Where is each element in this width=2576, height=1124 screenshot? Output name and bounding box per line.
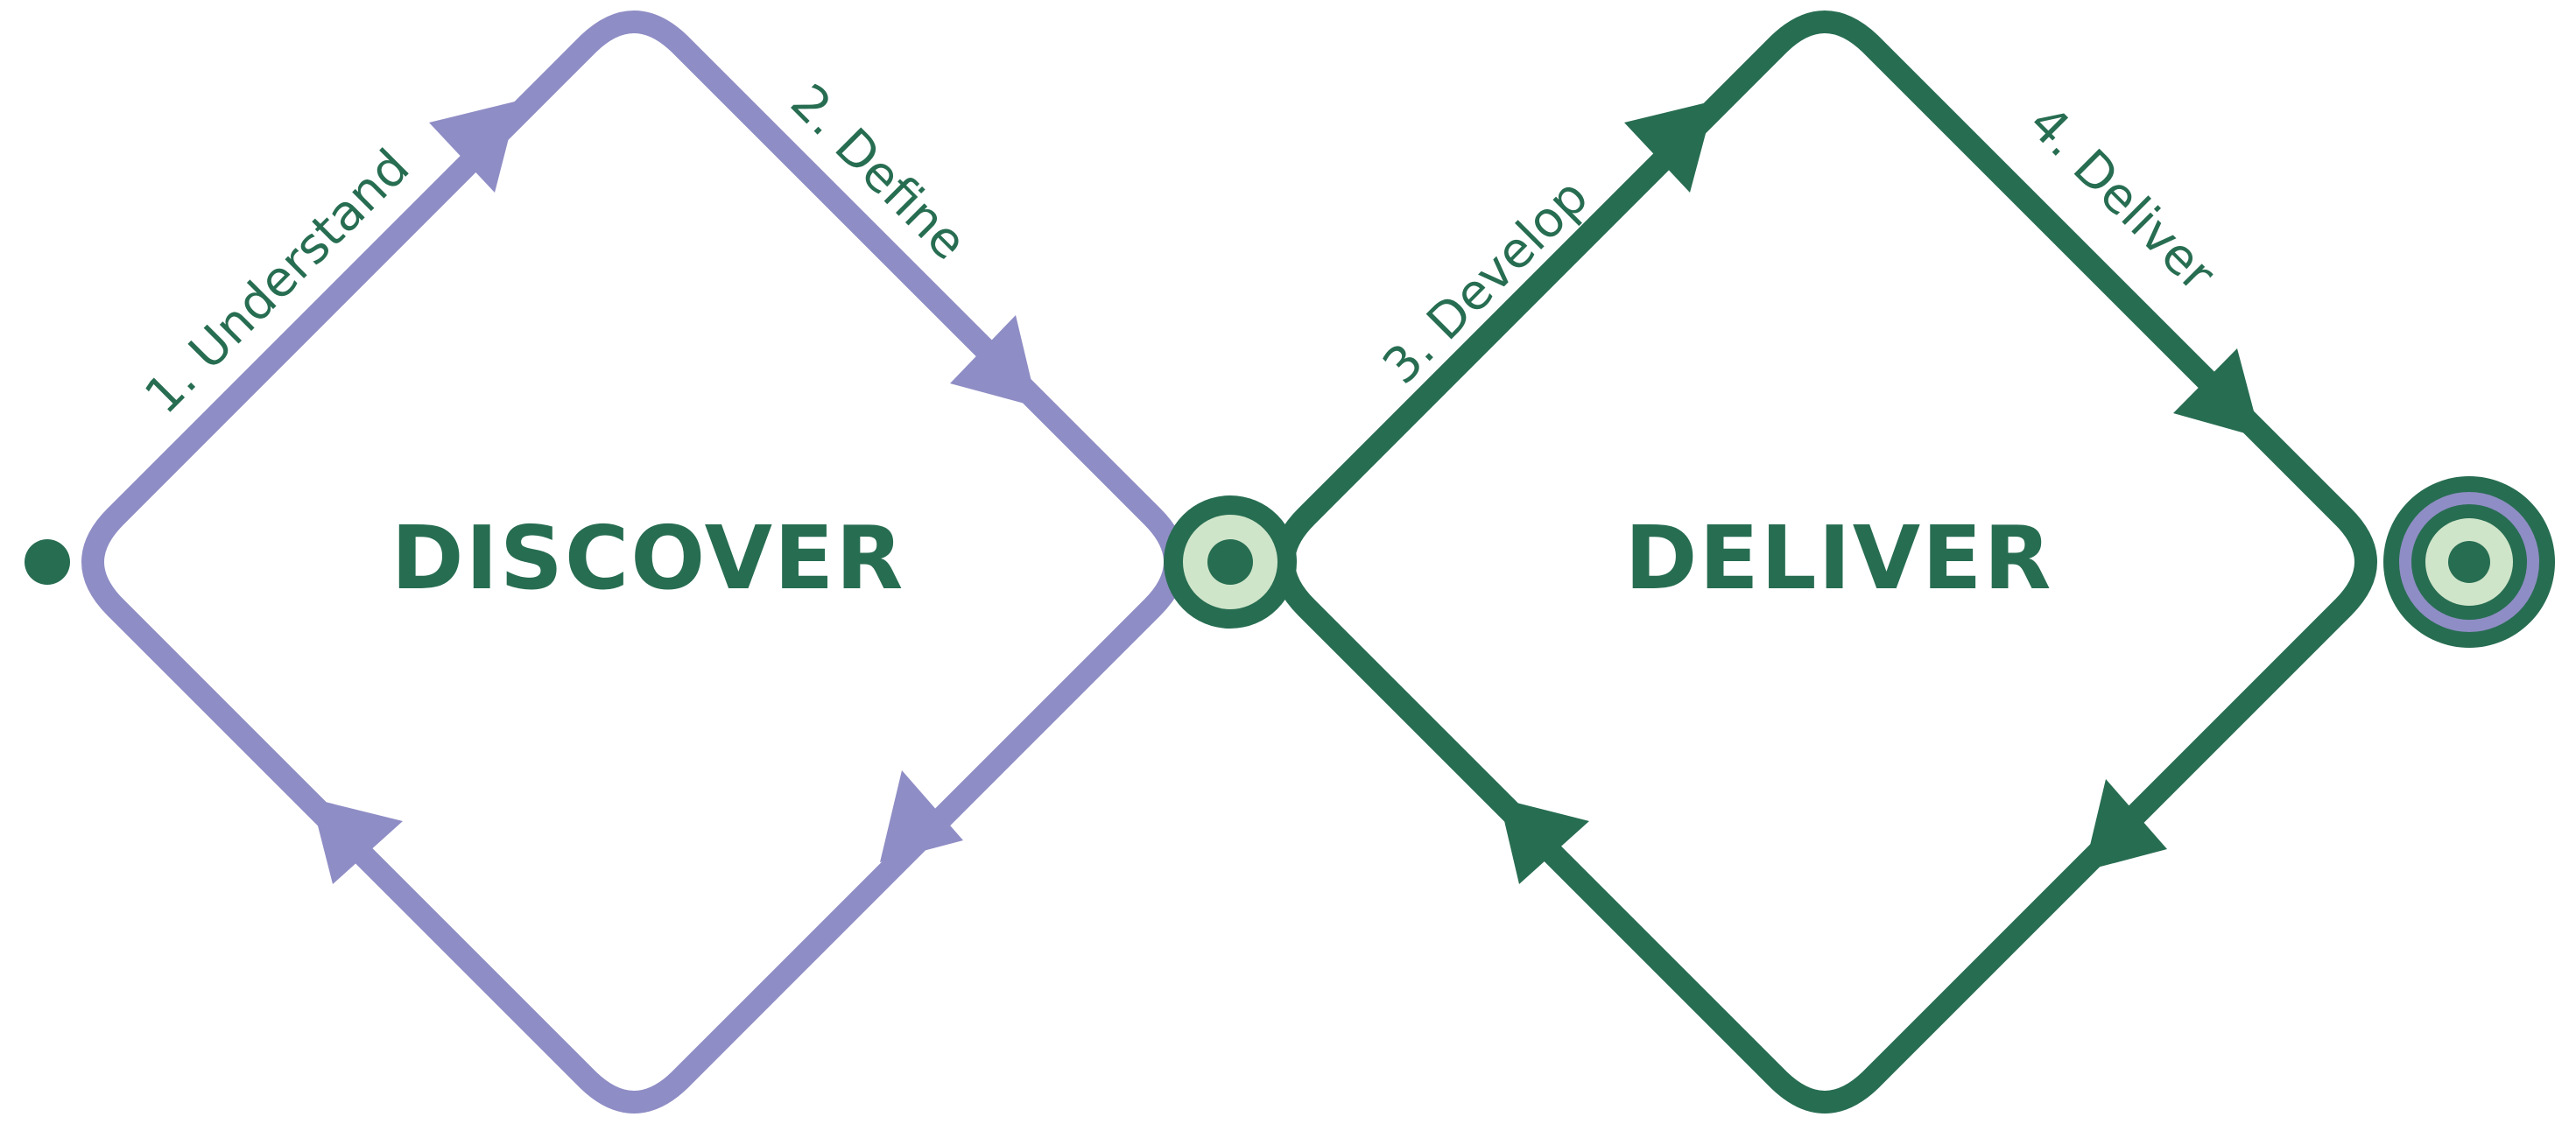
deliver-arrow-up-left	[1499, 798, 1589, 884]
edge-label-understand: 1. Understand	[134, 138, 420, 425]
edge-label-deliver: 4. Deliver	[2017, 95, 2226, 303]
discover-arrow-up-left	[311, 798, 403, 884]
discover-diamond: 1. Understand 2. Define DISCOVER	[81, 11, 1186, 1113]
deliver-arrow-down-left	[2084, 779, 2167, 871]
end-target-center	[2448, 541, 2490, 583]
discover-title: DISCOVER	[391, 507, 905, 609]
start-dot	[25, 539, 70, 585]
discover-arrow-down-left	[880, 770, 963, 862]
discover-arrow-up-right	[429, 101, 518, 193]
edge-label-develop: 3. Develop	[1372, 168, 1599, 395]
discover-diamond-outline	[81, 11, 1186, 1113]
end-target	[2383, 476, 2555, 648]
deliver-arrow-down-right	[2173, 348, 2261, 438]
transition-node	[1164, 495, 1297, 629]
deliver-arrow-up-right	[1624, 101, 1714, 193]
transition-node-center	[1207, 539, 1253, 585]
deliver-title: DELIVER	[1625, 507, 2053, 609]
deliver-diamond: 3. Develop 4. Deliver DELIVER	[1272, 11, 2377, 1113]
discover-arrow-down-right	[950, 315, 1038, 407]
